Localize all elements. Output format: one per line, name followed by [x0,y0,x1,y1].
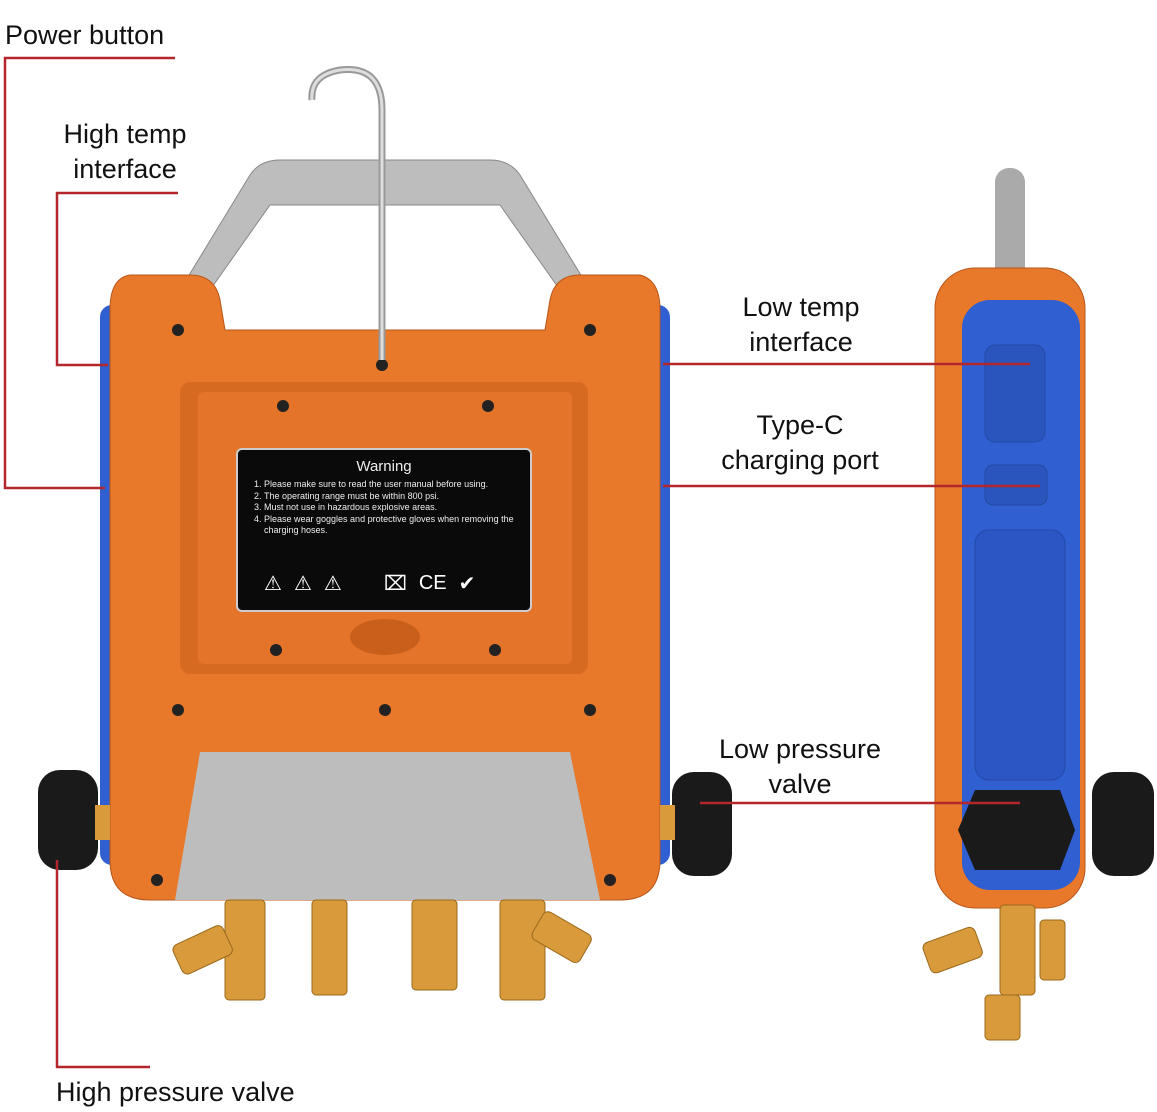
fire-hazard-icon: ⚠ [264,573,282,595]
label-line: Type-C [756,410,844,440]
low-pressure-knob [672,772,732,876]
warning-item: Must not use in hazardous explosive area… [264,502,522,514]
warning-title: Warning [356,458,412,475]
side-knob [958,790,1075,870]
leader-lines [3,56,1040,1069]
high-pressure-knob [38,770,98,870]
label-line: valve [768,769,832,799]
label-low-temp-interface: Low temp interface [711,290,891,360]
label-high-pressure-valve: High pressure valve [56,1077,295,1107]
hand-hazard-icon: ⚠ [323,573,342,595]
label-high-temp-interface: High temp interface [45,117,205,187]
label-line: High temp [63,119,187,149]
label-line: interface [749,327,853,357]
ce-mark-icon: CE [418,572,447,594]
warning-item: Please wear goggles and protective glove… [264,514,522,537]
label-low-pressure-valve: Low pressure valve [700,732,900,802]
label-line: interface [73,154,177,184]
label-line: charging port [721,445,879,475]
label-line: Low temp [742,292,860,322]
weee-bin-icon: ⌧ [383,573,407,595]
warning-item: Please make sure to read the user manual… [264,479,522,491]
bottom-panel [175,752,600,900]
label-type-c-port: Type-C charging port [700,408,900,478]
hanging-hook [308,66,386,360]
label-line: Low pressure [718,734,882,764]
label-power-button: Power button [5,20,165,50]
rohs-icon: ✔ [458,573,476,595]
electric-hazard-icon: ⚠ [293,573,312,595]
warning-item: The operating range must be within 800 p… [264,491,522,503]
warning-label: Warning Please make sure to read the use… [236,448,532,612]
